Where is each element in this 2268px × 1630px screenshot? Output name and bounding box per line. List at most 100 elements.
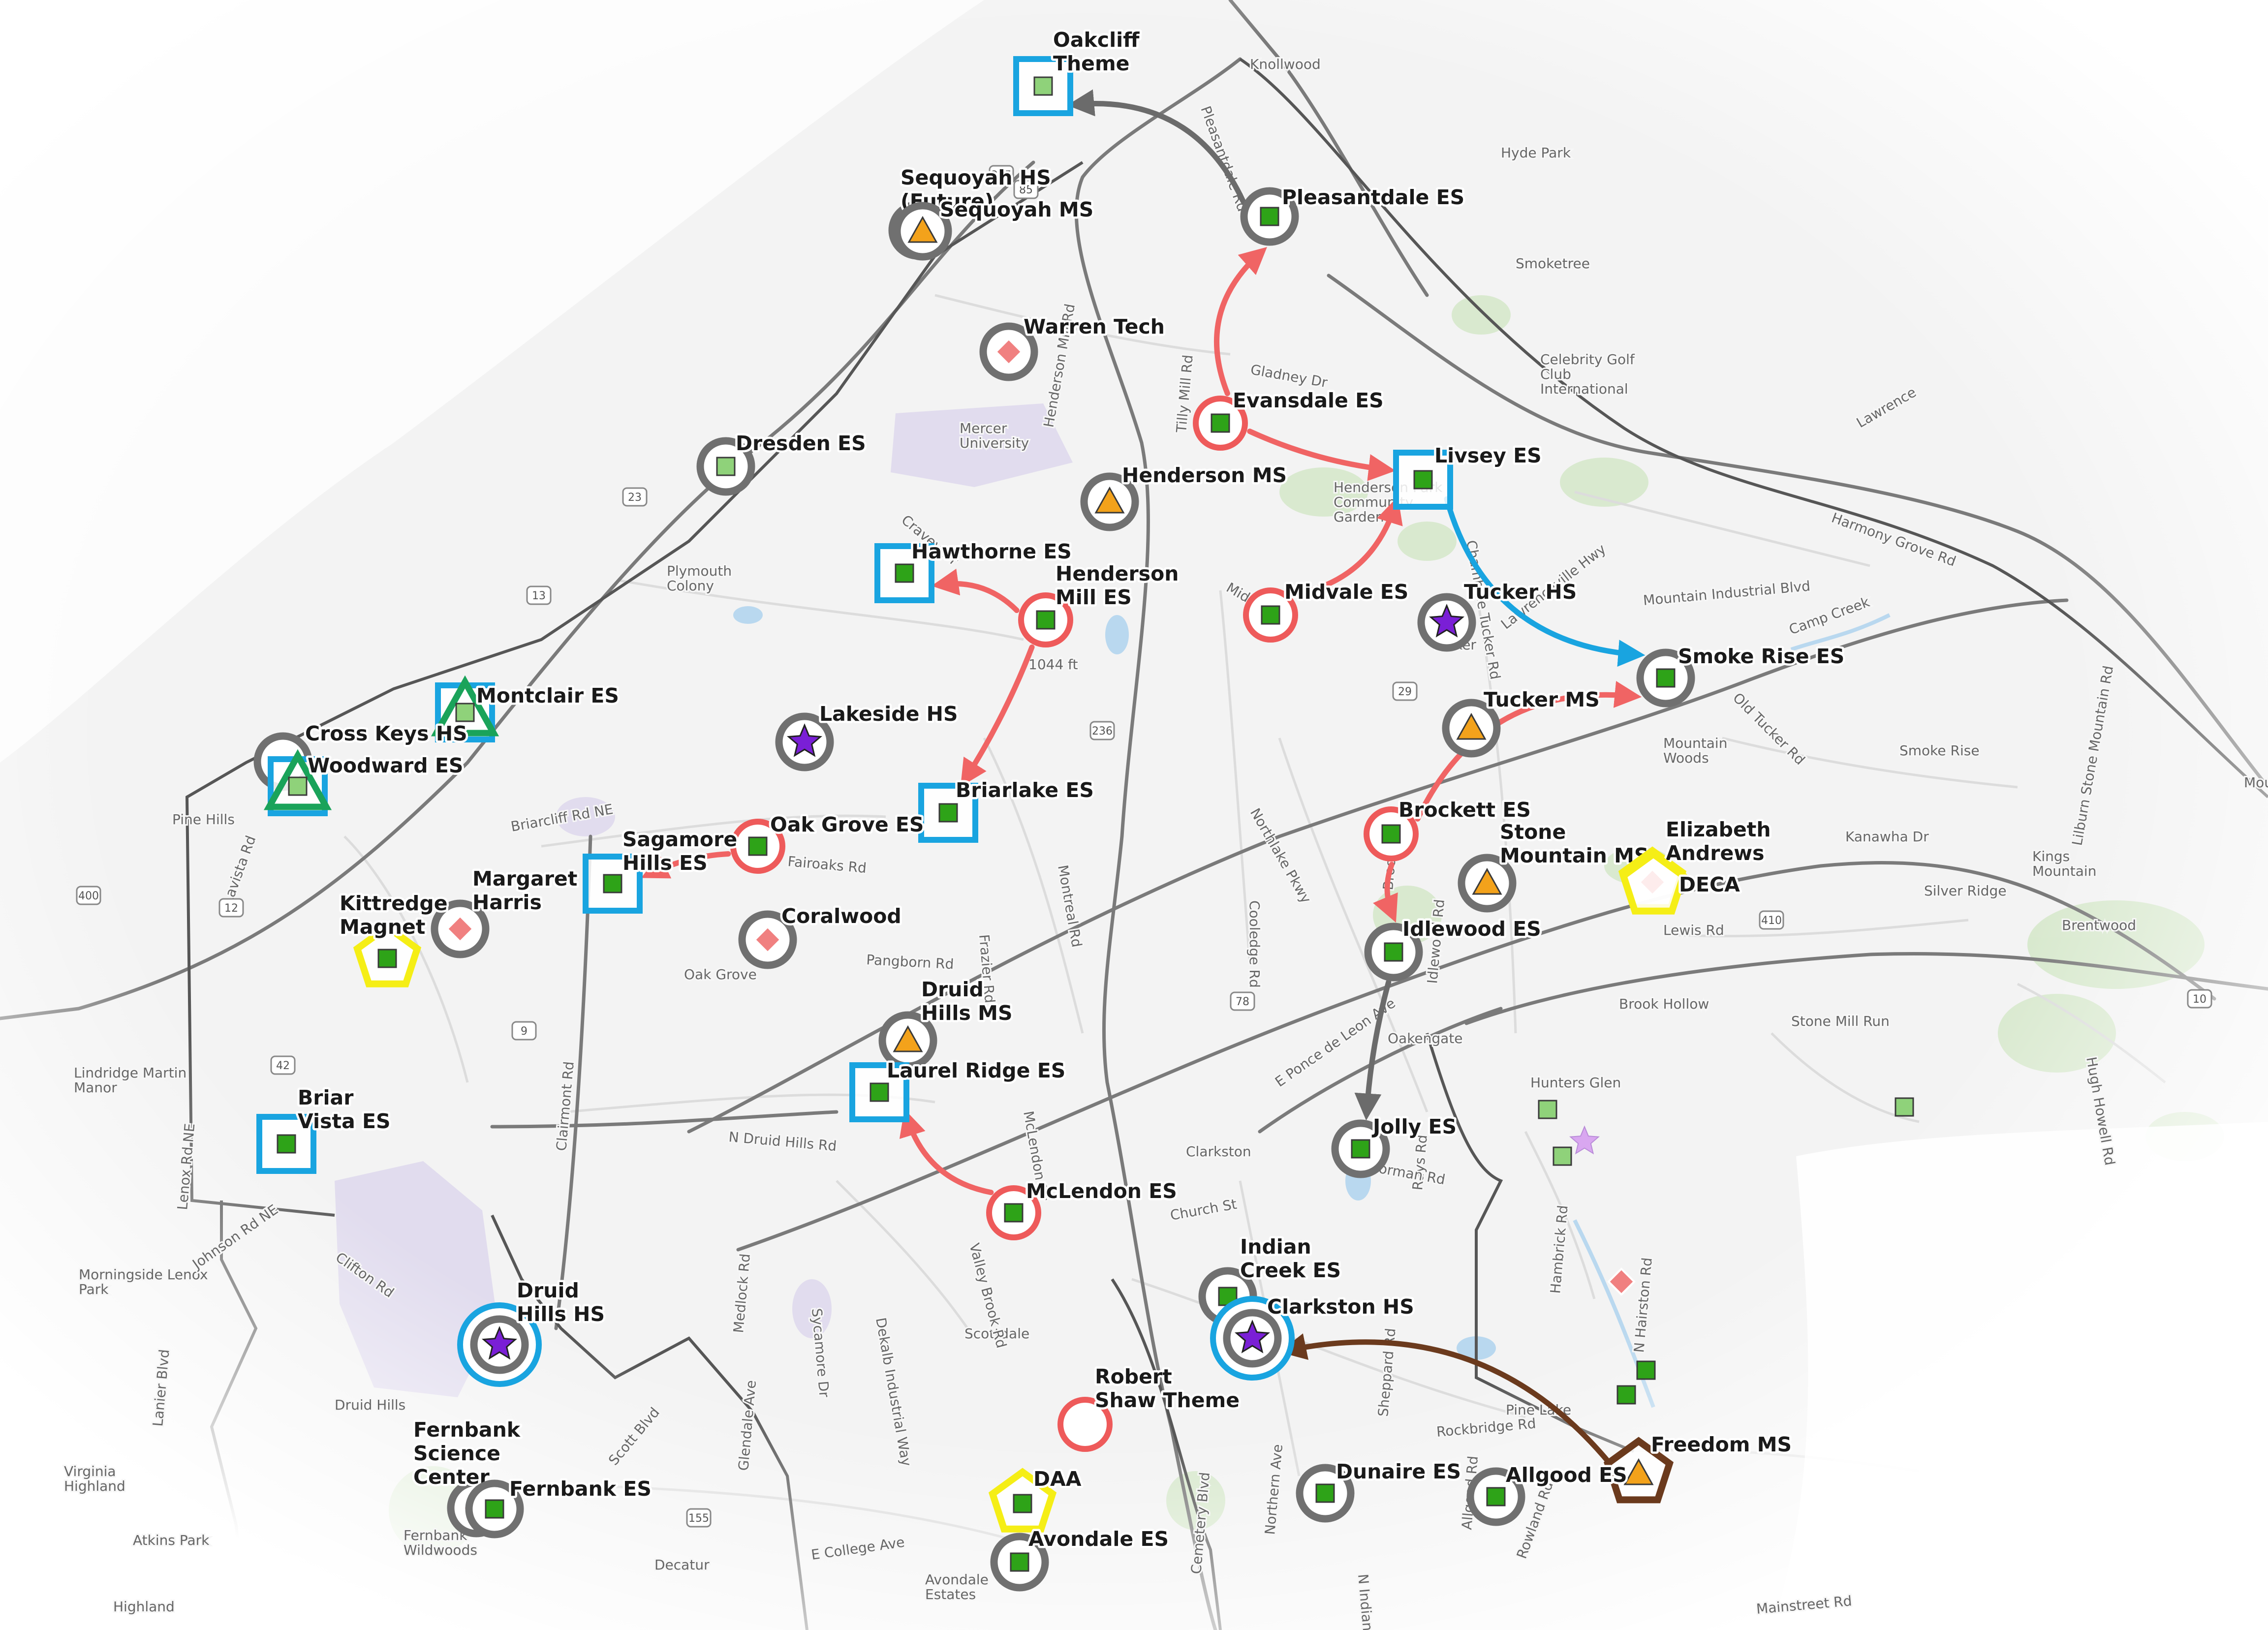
school-label: Montclair ES [476,684,619,707]
school-freedom-ms[interactable]: Freedom MS [1603,1431,1794,1504]
school-jolly-es[interactable]: Jolly ES [1331,1113,1459,1178]
elementary-school-light-icon [1033,76,1053,96]
school-oak-grove-es[interactable]: Oak Grove ES [730,811,926,874]
stray-marker [1569,1125,1600,1155]
school-deca[interactable]: DECA [1619,850,1742,915]
highway-shield-155: 155 [686,1508,712,1528]
highway-shield-13: 13 [526,585,552,605]
stray-marker [1636,1360,1656,1380]
school-label: McLendon ES [1026,1179,1177,1203]
school-fernbank-es[interactable]: Fernbank ES [465,1475,653,1538]
place-label-brook-hollow: Brook Hollow [1619,996,1709,1012]
school-avondale-es[interactable]: Avondale ES [990,1525,1171,1592]
school-laurel-ridge-es[interactable]: Laurel Ridge ES [849,1057,1068,1122]
elementary-school-light-icon [1538,1100,1557,1119]
place-label-oakengate: Oakengate [1388,1030,1463,1046]
road-label-kanawha-dr: Kanawha Dr [1845,829,1929,845]
svg-text:13: 13 [532,590,546,602]
elementary-school-icon [1381,824,1401,844]
school-label: Cross Keys HS [305,722,467,745]
school-label: Woodward ES [308,754,463,777]
elementary-school-icon [1384,942,1403,962]
school-allgood-es[interactable]: Allgood ES [1466,1461,1629,1526]
school-briarlake-es[interactable]: Briarlake ES [918,776,1096,843]
school-henderson-ms[interactable]: Henderson MS [1080,461,1289,531]
school-mclendon-es[interactable]: McLendon ES [986,1177,1179,1240]
svg-text:236: 236 [1092,725,1113,738]
stray-marker [1538,1100,1557,1119]
place-label-mounta: Mounta [2244,774,2268,791]
school-dunaire-es[interactable]: Dunaire ES [1296,1458,1463,1523]
school-label: Idlewood ES [1402,917,1541,941]
school-label: Dunaire ES [1336,1460,1461,1483]
school-brockett-es[interactable]: Brockett ES [1364,796,1533,861]
school-label: Lakeside HS [819,702,958,726]
school-tucker-ms[interactable]: Tucker MS [1442,686,1602,758]
school-lakeside-hs[interactable]: Lakeside HS [775,700,960,771]
blue-box-icon [918,783,978,843]
stray-marker [1553,1146,1572,1166]
school-label: Henderson MS [1122,463,1287,487]
elementary-school-icon [1486,1487,1506,1507]
place-label-atkins-park: Atkins Park [133,1532,210,1548]
school-label: Hawthorne ES [911,540,1072,563]
school-daa[interactable]: DAA [988,1465,1084,1533]
school-label: Tucker HS [1464,580,1577,604]
school-smoke-rise-es[interactable]: Smoke Rise ES [1636,643,1847,707]
place-label-pine-hills: Pine Hills [172,811,235,828]
elementary-school-light-icon [288,776,308,796]
school-label: Briarlake ES [956,778,1094,802]
middle-school-triangle-icon [1472,867,1502,895]
elementary-school-light-icon [716,457,736,476]
elementary-school-icon [603,874,622,893]
highway-shield-78: 78 [1230,991,1255,1011]
move-arrow-brockett-es-to-idlewood-es [1373,861,1398,923]
place-label-decatur: Decatur [654,1557,710,1573]
highway-shield-236: 236 [1089,721,1115,740]
high-school-star-icon [1429,604,1465,638]
school-idlewood-es[interactable]: Idlewood ES [1364,915,1543,982]
highway-shield-23: 23 [622,487,648,507]
school-pleasantdale-es[interactable]: Pleasantdale ES [1240,184,1467,246]
school-midvale-es[interactable]: Midvale ES [1243,578,1411,643]
school-montclair-es[interactable]: Montclair ES [431,675,621,742]
school-coralwood[interactable]: Coralwood [738,902,903,969]
school-woodward-es[interactable]: Woodward ES [263,749,466,816]
school-label: Clarkston HS [1267,1295,1414,1319]
move-arrow-oak-grove-es-to-sagamore-hills-es [641,851,731,879]
school-label: DAA [1033,1467,1082,1491]
green-triangle-icon [431,675,499,737]
elementary-school-icon [1636,1360,1656,1380]
stray-marker [1607,1267,1636,1296]
school-dresden-es[interactable]: Dresden ES [696,430,868,496]
school-livsey-es[interactable]: Livsey ES [1393,442,1544,510]
school-hawthorne-es[interactable]: Hawthorne ES [874,538,1074,603]
school-tucker-hs[interactable]: Tucker HS [1417,578,1579,652]
move-arrow-brockett-es-to-smoke-rise-es [1415,681,1642,822]
school-sequoyah-ms[interactable]: Sequoyah MS [893,196,1096,261]
school-warren-tech[interactable]: Warren Tech [979,313,1167,381]
school-clarkston-hs[interactable]: Clarkston HS [1210,1293,1416,1381]
school-evansdale-es[interactable]: Evansdale ES [1193,387,1386,451]
elementary-school-icon [1261,605,1280,625]
highway-shield-10: 10 [2187,989,2212,1009]
